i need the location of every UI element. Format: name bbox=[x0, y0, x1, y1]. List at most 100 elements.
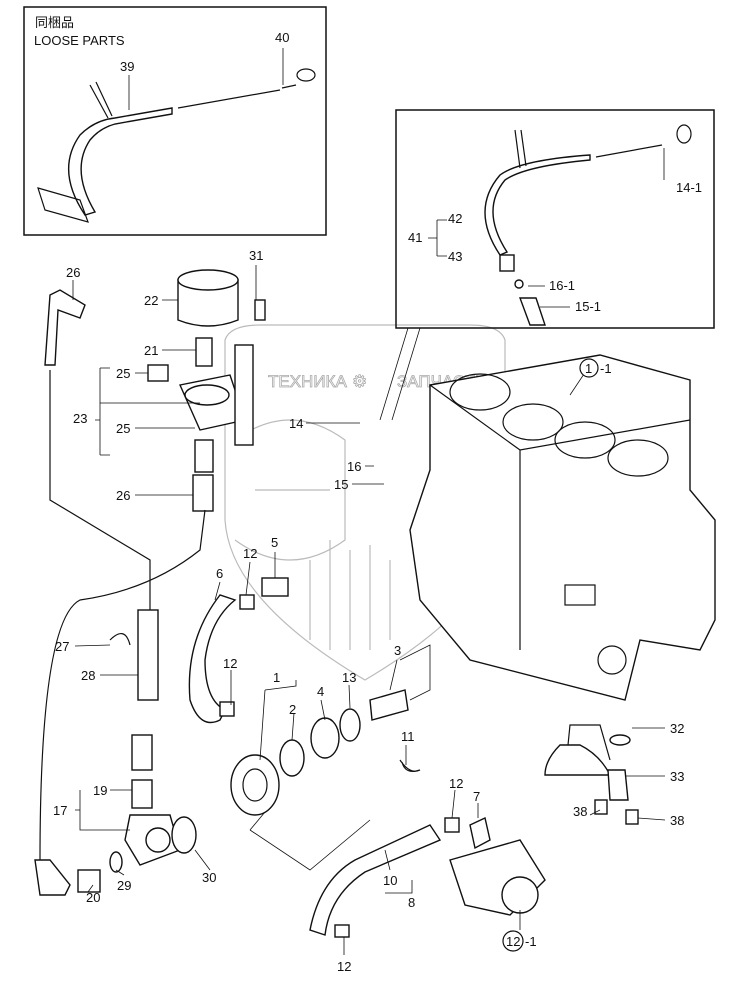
callout-38-b: 38 bbox=[670, 813, 684, 828]
fitting-26 bbox=[192, 474, 214, 512]
clip-11 bbox=[399, 759, 421, 772]
callout-12-b: 12 bbox=[223, 656, 237, 671]
callout-39: 39 bbox=[120, 59, 134, 74]
stud-21 bbox=[195, 337, 213, 367]
callout-13: 13 bbox=[342, 670, 356, 685]
loose-parts-title-en: LOOSE PARTS bbox=[34, 33, 125, 48]
watermark-buildings bbox=[309, 540, 391, 650]
callout-41: 41 bbox=[408, 230, 422, 245]
callout-circle-1 bbox=[579, 358, 599, 378]
callout-14: 14 bbox=[289, 416, 303, 431]
oil-filter-22 bbox=[177, 279, 239, 327]
elbow-26 bbox=[44, 289, 86, 366]
callout-1-1: 1 bbox=[585, 361, 592, 376]
watermark-left-text: ТЕХНИКА bbox=[268, 372, 347, 391]
callout-15: 15 bbox=[334, 477, 348, 492]
callout-42: 42 bbox=[448, 211, 462, 226]
watermark-logo bbox=[234, 419, 346, 561]
fitting-5 bbox=[261, 577, 289, 597]
callout-14-1: 14-1 bbox=[676, 180, 702, 195]
dipstick-guide-39 bbox=[68, 107, 173, 216]
callout-16: 16 bbox=[347, 459, 361, 474]
hose-6 bbox=[188, 594, 237, 724]
union-25b bbox=[194, 439, 214, 473]
inset-pointer bbox=[379, 327, 421, 421]
clamp-12b bbox=[219, 701, 235, 717]
hose-43 bbox=[499, 254, 515, 272]
clamp-12c bbox=[444, 817, 460, 833]
oil-strainer-33 bbox=[544, 744, 612, 776]
callout-28: 28 bbox=[81, 668, 95, 683]
callout-19: 19 bbox=[93, 783, 107, 798]
bolt-38a bbox=[594, 799, 608, 815]
hose-28 bbox=[137, 609, 159, 701]
inset-bracket bbox=[514, 129, 527, 169]
bolt-38b bbox=[625, 809, 639, 825]
oring-2 bbox=[279, 739, 305, 777]
bolt-31 bbox=[254, 299, 266, 321]
plate-4 bbox=[310, 717, 340, 759]
oring-16-1 bbox=[514, 279, 524, 289]
dipstick-guide-42 bbox=[484, 154, 591, 256]
callout-4: 4 bbox=[317, 684, 324, 699]
adapter-15-1 bbox=[518, 297, 546, 326]
callout-26-fitting: 26 bbox=[116, 488, 130, 503]
plug-20 bbox=[77, 869, 101, 893]
inset-leaders bbox=[428, 148, 665, 308]
oil-cooler-1 bbox=[230, 754, 280, 816]
callout-8: 8 bbox=[408, 895, 415, 910]
callout-3: 3 bbox=[394, 643, 401, 658]
oring-32 bbox=[609, 734, 631, 746]
oring-13 bbox=[339, 708, 361, 742]
dipstick-bracket bbox=[89, 81, 113, 119]
gasket-29 bbox=[109, 851, 123, 873]
leader-lines bbox=[128, 48, 284, 110]
callouts: 26 22 31 21 25 23 25 26 14 16 15 1 -1 12… bbox=[53, 248, 684, 974]
callout-2: 2 bbox=[289, 702, 296, 717]
callout-12-d: 12 bbox=[337, 959, 351, 974]
callout-38-a: 38 bbox=[573, 804, 587, 819]
inset-dipstick-ring bbox=[676, 124, 692, 144]
callout-1-1-suffix: -1 bbox=[600, 361, 612, 376]
adapter-19 bbox=[131, 779, 153, 809]
cylinder-block-body bbox=[409, 354, 716, 701]
callout-25-upper: 25 bbox=[116, 366, 130, 381]
callout-32: 32 bbox=[670, 721, 684, 736]
fitting-lower bbox=[131, 734, 153, 771]
callout-31: 31 bbox=[249, 248, 263, 263]
loose-parts-box: 同梱品 LOOSE PARTS 39 40 bbox=[23, 6, 327, 236]
oil-pipe bbox=[39, 370, 206, 861]
union-25a bbox=[147, 364, 169, 382]
clamp-12d bbox=[334, 924, 350, 938]
callout-5: 5 bbox=[271, 535, 278, 550]
dipstick-flange bbox=[37, 187, 89, 223]
clamp-12a bbox=[239, 594, 255, 610]
callout-10: 10 bbox=[383, 873, 397, 888]
callout-30: 30 bbox=[202, 870, 216, 885]
leader-lines-main bbox=[72, 265, 666, 955]
callout-21: 21 bbox=[144, 343, 158, 358]
callout-26-elbow: 26 bbox=[66, 265, 80, 280]
callout-11: 11 bbox=[401, 729, 415, 744]
callout-23: 23 bbox=[73, 411, 87, 426]
callout-43: 43 bbox=[448, 249, 462, 264]
shaft-3 bbox=[369, 689, 409, 721]
clip-27 bbox=[109, 633, 131, 646]
callout-17: 17 bbox=[53, 803, 67, 818]
oil-filter-assembly bbox=[34, 269, 266, 896]
inset-box: 14-1 42 41 43 16-1 15-1 bbox=[379, 109, 715, 421]
dipstick-rod-14-1 bbox=[595, 144, 663, 158]
dipstick-ring bbox=[296, 68, 316, 82]
elbow-7 bbox=[469, 816, 491, 850]
callout-25-lower: 25 bbox=[116, 421, 130, 436]
callout-29: 29 bbox=[117, 878, 131, 893]
callout-1: 1 bbox=[273, 670, 280, 685]
elbow-lower bbox=[34, 859, 71, 896]
callout-40: 40 bbox=[275, 30, 289, 45]
bracket-arm bbox=[234, 344, 254, 446]
callout-12-1-suffix: -1 bbox=[525, 934, 537, 949]
callout-circle-12 bbox=[502, 930, 524, 952]
callout-15-1: 15-1 bbox=[575, 299, 601, 314]
callout-12-1: 12 bbox=[506, 934, 520, 949]
oring-30 bbox=[171, 816, 197, 854]
